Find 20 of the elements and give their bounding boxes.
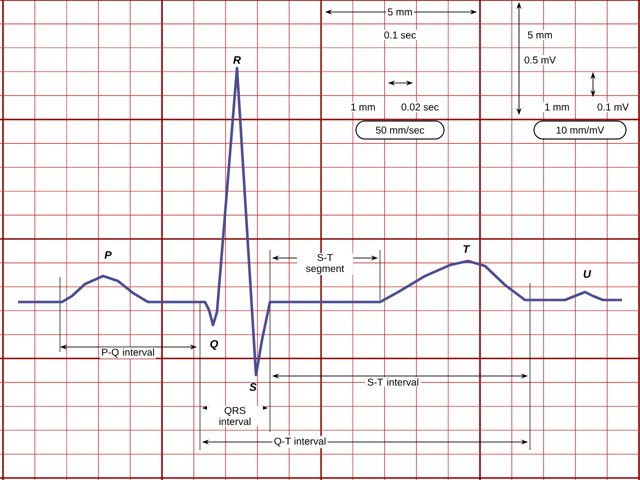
wave-label: T bbox=[463, 245, 470, 253]
scale-label: 5 mm bbox=[386, 7, 414, 17]
interval-label: P-Q interval bbox=[100, 347, 156, 359]
wave-label: U bbox=[584, 270, 592, 278]
node-label: 10 mm/mV bbox=[556, 126, 604, 134]
scale-badge: 50 mm/sec bbox=[356, 120, 444, 140]
wave-label: S bbox=[249, 383, 257, 391]
interval-label: QRS interval bbox=[207, 406, 263, 426]
wave-label: Q bbox=[210, 340, 218, 350]
scale-label: 5 mm bbox=[526, 30, 554, 40]
scale-badge: 10 mm/mV bbox=[534, 120, 626, 140]
wave-label: R bbox=[233, 56, 241, 64]
scale-label: Q-T interval bbox=[272, 436, 328, 448]
interval-label: S-T segment bbox=[297, 252, 353, 276]
scale-label: 0.1 mV bbox=[596, 102, 630, 112]
scale-label: 0.5 mV bbox=[522, 54, 558, 66]
wave-label: P bbox=[104, 251, 112, 259]
scale-label: 1 mm bbox=[349, 102, 377, 112]
scale-label: 1 mm bbox=[543, 102, 571, 112]
scale-label: 0.02 sec bbox=[400, 102, 440, 112]
